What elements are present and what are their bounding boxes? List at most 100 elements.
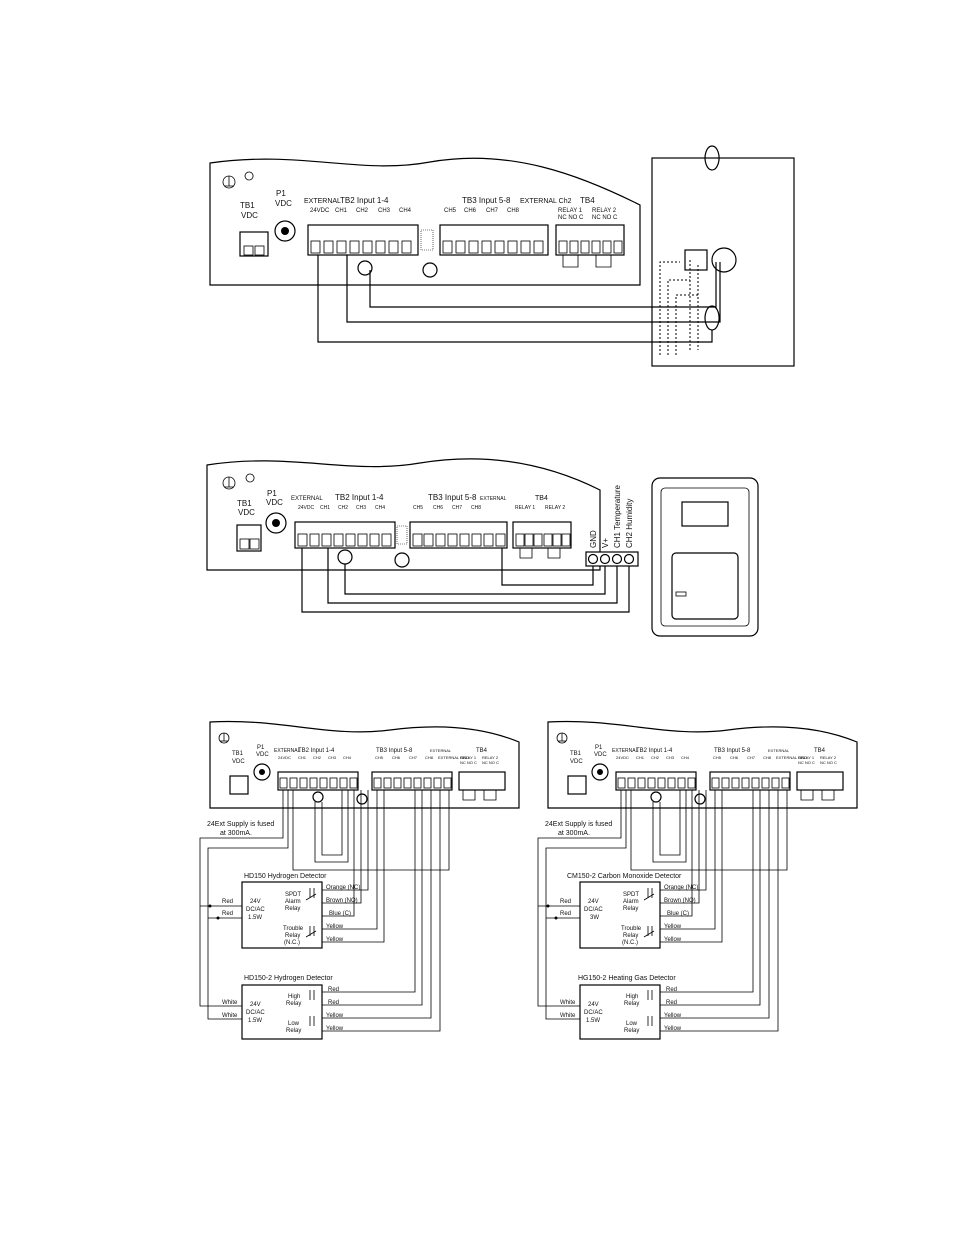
svg-text:CH5: CH5 <box>713 755 722 760</box>
tb4-label: TB4 <box>580 196 595 205</box>
svg-text:CH4: CH4 <box>681 755 690 760</box>
tb3-terminal-block <box>439 224 549 256</box>
svg-text:Relay: Relay <box>286 1028 301 1034</box>
header-pins <box>420 229 434 251</box>
p1-jack-icon <box>591 763 609 781</box>
svg-text:P1: P1 <box>595 745 603 751</box>
detector-a-box <box>579 881 661 949</box>
svg-text:Relay: Relay <box>624 1028 639 1034</box>
svg-text:Yellow: Yellow <box>664 937 682 943</box>
svg-text:Brown (NO): Brown (NO) <box>326 898 358 904</box>
tb1-terminal <box>567 775 587 795</box>
mount-hole-icon <box>245 473 255 483</box>
svg-text:RELAY 1: RELAY 1 <box>798 755 815 760</box>
tb2-label: TB2 Input 1-4 <box>340 196 389 205</box>
ground-icon <box>222 175 236 189</box>
svg-text:CH4: CH4 <box>343 755 352 760</box>
svg-text:RELAY 2: RELAY 2 <box>820 755 837 760</box>
svg-text:24V: 24V <box>250 899 261 905</box>
svg-text:CH3: CH3 <box>328 755 337 760</box>
wire-1 <box>317 255 713 343</box>
wiring-right <box>537 790 788 1032</box>
svg-text:CH6: CH6 <box>433 505 443 511</box>
svg-text:EXTERNAL GND: EXTERNAL GND <box>776 755 807 760</box>
svg-text:Relay: Relay <box>623 906 638 912</box>
tb2-terminal-block <box>294 521 396 549</box>
svg-text:VDC: VDC <box>238 508 255 517</box>
svg-text:3W: 3W <box>590 915 599 921</box>
svg-text:Orange (NC): Orange (NC) <box>664 885 698 891</box>
svg-text:Yellow: Yellow <box>326 924 344 930</box>
tb3-terminal-block <box>709 771 791 791</box>
svg-text:Red: Red <box>666 1000 677 1006</box>
svg-text:Blue (C): Blue (C) <box>329 911 351 917</box>
svg-text:CH3: CH3 <box>356 505 366 511</box>
svg-text:EXTERNAL: EXTERNAL <box>274 748 301 754</box>
svg-text:Relay: Relay <box>285 906 300 912</box>
thermostat-button-panel <box>671 552 739 620</box>
svg-text:DC/AC: DC/AC <box>246 907 265 913</box>
svg-text:1.5W: 1.5W <box>248 915 262 921</box>
diagram-2: TB1 VDC P1 VDC EXTERNAL TB2 Input 1-4 24… <box>206 458 759 637</box>
svg-text:24V: 24V <box>588 1002 599 1008</box>
svg-text:Relay: Relay <box>623 933 638 939</box>
svg-text:White: White <box>560 1013 576 1019</box>
svg-text:RELAY 2: RELAY 2 <box>592 208 617 214</box>
svg-text:NC NO C: NC NO C <box>798 760 815 765</box>
tb1-terminal <box>239 231 269 257</box>
wire-ch1 <box>327 548 618 604</box>
svg-text:Low: Low <box>626 1021 638 1027</box>
svg-text:Orange (NC): Orange (NC) <box>326 885 360 891</box>
detector-b-title: HD150-2 Hydrogen Detector <box>244 975 333 982</box>
svg-text:TB2 Input 1-4: TB2 Input 1-4 <box>636 748 673 754</box>
svg-text:VDC: VDC <box>594 752 607 758</box>
tb1-terminal <box>229 775 249 795</box>
buzzer-icon <box>422 262 438 278</box>
detector-b-box <box>579 984 661 1040</box>
wire-gnd <box>301 548 630 613</box>
svg-text:TB2 Input 1-4: TB2 Input 1-4 <box>298 748 335 754</box>
wire-2 <box>346 255 721 323</box>
svg-text:Trouble: Trouble <box>283 926 304 932</box>
svg-text:Alarm: Alarm <box>623 899 639 905</box>
svg-text:TB4: TB4 <box>535 495 548 502</box>
ground-icon <box>222 476 236 490</box>
wire-vplus <box>501 548 594 586</box>
header-pins <box>396 525 408 545</box>
svg-text:Relay: Relay <box>286 1001 301 1007</box>
svg-text:EXTERNAL: EXTERNAL <box>291 496 323 502</box>
svg-text:Yellow: Yellow <box>664 1026 682 1032</box>
detector-a-title: CM150-2 Carbon Monoxide Detector <box>567 873 682 880</box>
controller-board-outline <box>209 157 641 286</box>
svg-text:24V: 24V <box>250 1002 261 1008</box>
diagram-1: TB1 VDC P1 VDC EXTERNAL TB2 Input 1-4 24… <box>209 145 795 367</box>
buzzer-icon <box>356 793 368 805</box>
svg-text:EXTERNAL: EXTERNAL <box>480 496 507 502</box>
svg-text:Yellow: Yellow <box>326 937 344 943</box>
svg-text:White: White <box>222 1013 238 1019</box>
detector-a-box <box>241 881 323 949</box>
tb3-terminal-block <box>371 771 453 791</box>
svg-text:(N.C.): (N.C.) <box>622 940 638 946</box>
external-label: EXTERNAL <box>304 198 341 205</box>
svg-text:24VDC: 24VDC <box>298 505 315 511</box>
svg-text:RELAY 2: RELAY 2 <box>482 755 499 760</box>
wire-ch2 <box>344 564 606 595</box>
mount-hole-icon <box>244 171 254 181</box>
svg-text:GND: GND <box>589 530 598 548</box>
svg-text:CH8: CH8 <box>763 755 772 760</box>
controller-board-outline-2 <box>206 458 601 571</box>
svg-text:Red: Red <box>560 899 571 905</box>
svg-text:Alarm: Alarm <box>285 899 301 905</box>
svg-text:CH2: CH2 <box>313 755 322 760</box>
svg-text:VDC: VDC <box>570 759 583 765</box>
svg-text:EXTERNAL Ch2: EXTERNAL Ch2 <box>520 198 572 205</box>
svg-text:VDC: VDC <box>266 498 283 507</box>
svg-text:TB2 Input 1-4: TB2 Input 1-4 <box>335 493 384 502</box>
svg-text:Red: Red <box>666 987 677 993</box>
svg-text:SPDT: SPDT <box>285 892 301 898</box>
svg-text:CH8: CH8 <box>471 505 481 511</box>
svg-text:White: White <box>560 1000 576 1006</box>
svg-text:CH4: CH4 <box>375 505 385 511</box>
p1-jack-icon <box>265 512 287 534</box>
